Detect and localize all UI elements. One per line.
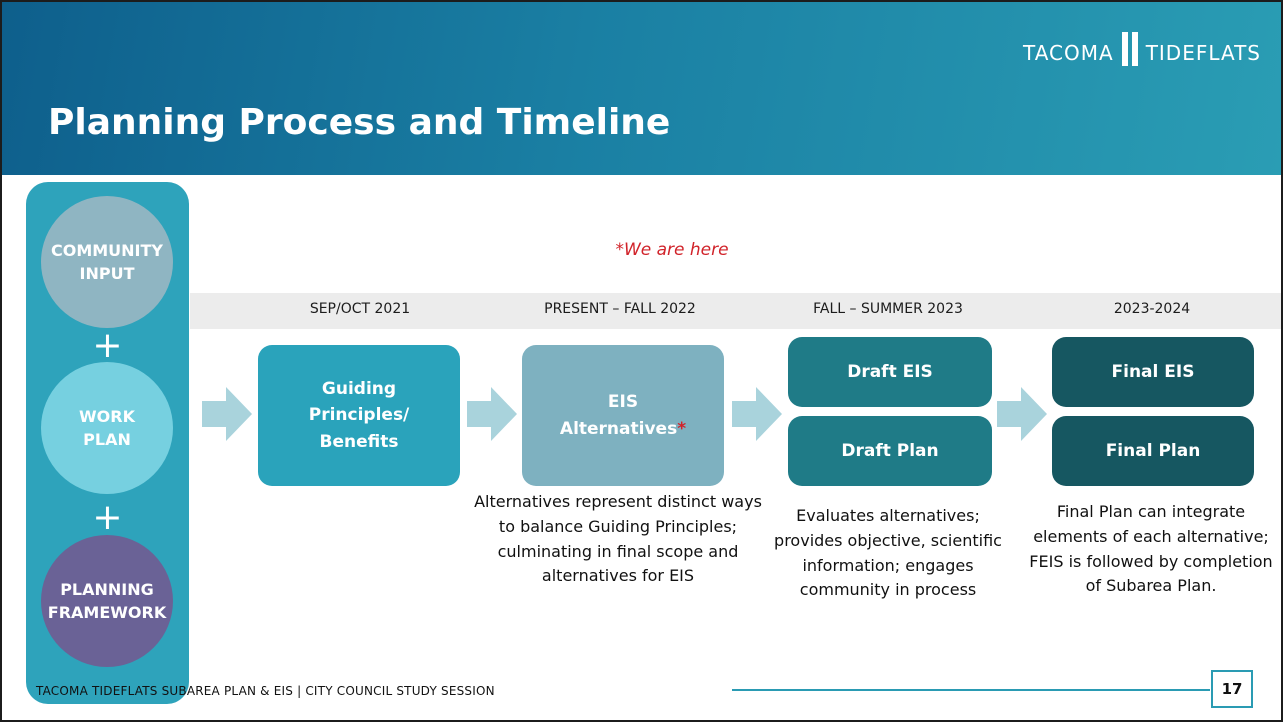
alternatives-description: Alternatives represent distinct ways to …	[474, 492, 762, 586]
tacoma-tideflats-logo: TACOMA TIDEFLATS	[1023, 32, 1261, 70]
footer-text: TACOMA TIDEFLATS SUBAREA PLAN & EIS | CI…	[36, 684, 495, 698]
eis-alternatives-label: EIS Alternatives*	[560, 389, 686, 442]
final-eis-box: Final EIS	[1052, 337, 1254, 407]
current-step-asterisk: *	[677, 418, 687, 439]
plus-icon: +	[92, 325, 123, 366]
arrow-right-icon	[202, 387, 252, 441]
final-plan-box: Final Plan	[1052, 416, 1254, 486]
guiding-principles-box: Guiding Principles/ Benefits	[258, 345, 460, 486]
draft-description: Evaluates alternatives; provides objecti…	[774, 506, 1002, 600]
sidebar-inputs: COMMUNITY INPUT + WORK PLAN + PLANNING F…	[26, 182, 189, 704]
draft-eis-box: Draft EIS	[788, 337, 992, 407]
arrow-right-icon	[732, 387, 782, 441]
date-label-1: SEP/OCT 2021	[309, 301, 411, 317]
we-are-here-marker: *We are here	[615, 240, 729, 260]
plus-icon: +	[92, 497, 123, 538]
slide-title: Planning Process and Timeline	[48, 102, 671, 143]
logo-text-right: TIDEFLATS	[1145, 41, 1261, 65]
date-label-3: FALL – SUMMER 2023	[813, 301, 963, 317]
planning-framework-circle: PLANNING FRAMEWORK	[41, 535, 173, 667]
logo-pillars-icon	[1120, 32, 1140, 66]
community-input-circle: COMMUNITY INPUT	[41, 196, 173, 328]
date-label-2: PRESENT – FALL 2022	[544, 301, 696, 317]
footer-divider	[732, 689, 1210, 691]
logo-text-left: TACOMA	[1023, 41, 1114, 65]
page-number: 17	[1211, 670, 1253, 708]
final-description: Final Plan can integrate elements of eac…	[1029, 502, 1273, 596]
arrow-right-icon	[467, 387, 517, 441]
date-label-4: 2023-2024	[1113, 301, 1191, 317]
work-plan-circle: WORK PLAN	[41, 362, 173, 494]
arrow-right-icon	[997, 387, 1047, 441]
draft-plan-box: Draft Plan	[788, 416, 992, 486]
timeline-date-band	[190, 293, 1281, 329]
header-banner: TACOMA TIDEFLATS Planning Process and Ti…	[2, 2, 1281, 175]
eis-alternatives-box: EIS Alternatives*	[522, 345, 724, 486]
eis-alternatives-text: EIS Alternatives	[559, 392, 678, 439]
